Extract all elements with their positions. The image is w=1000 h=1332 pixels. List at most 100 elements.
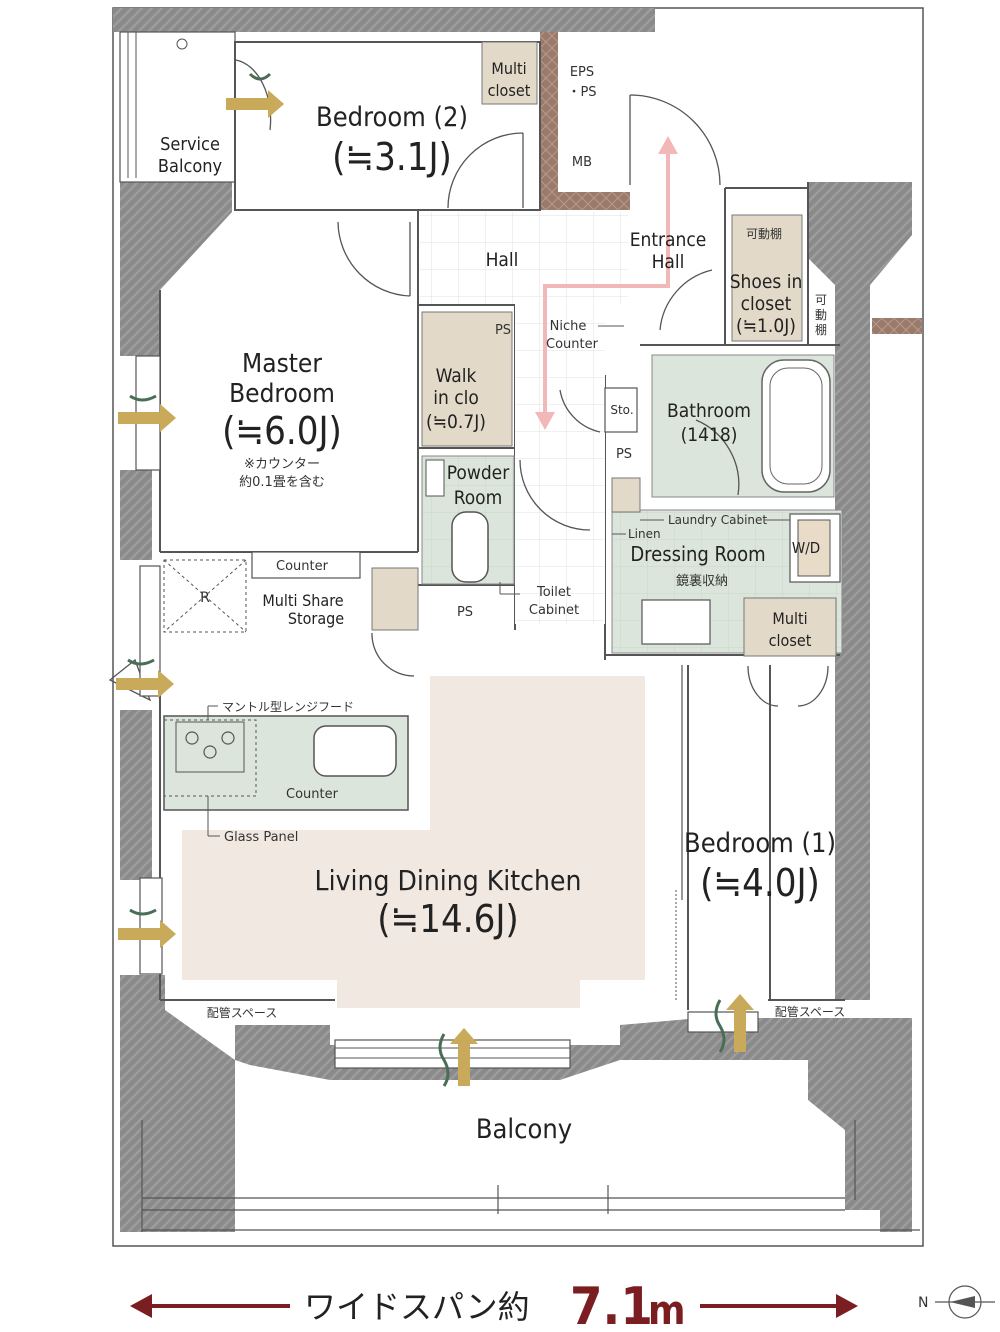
kadou-side-3: 棚 [815, 322, 827, 337]
eps-1: EPS [570, 65, 594, 80]
range-hood-label: マントル型レンジフード [222, 700, 354, 714]
fridge-r: R [200, 590, 210, 606]
mb-label: MB [572, 155, 592, 170]
counter-master: Counter [276, 559, 329, 574]
ps-bath: PS [616, 447, 632, 462]
wall-left-corner [120, 182, 232, 356]
wide-span-indicator [130, 1294, 858, 1318]
master-line1: Master [242, 349, 322, 379]
shoes-line2: closet [741, 293, 792, 315]
balcony-label: Balcony [476, 1114, 572, 1145]
ldk-size: (≒14.6J) [377, 897, 519, 941]
bedroom2-name: Bedroom (2) [316, 102, 468, 133]
master-size: (≒6.0J) [222, 409, 342, 453]
counter-kitchen: Counter [286, 787, 339, 802]
footer-text: ワイドスパン約 [304, 1288, 530, 1326]
ps-toilet: PS [457, 605, 473, 620]
niche-2: Counter [546, 337, 599, 352]
washbasin [641, 599, 711, 645]
bedroom1-name: Bedroom (1) [684, 828, 836, 859]
wall-right-bottom [808, 1018, 912, 1232]
walkin-line2: in clo [433, 387, 479, 409]
bathroom-size: (1418) [681, 424, 738, 446]
kadou-top: 可動棚 [746, 226, 782, 241]
master-counter [251, 551, 361, 579]
walkin-size: (≒0.7J) [426, 411, 486, 433]
sink [313, 725, 397, 777]
north-compass [935, 1285, 995, 1319]
sto-box [604, 387, 638, 433]
multi-closet-top-fill [481, 41, 538, 105]
footer-unit: m [648, 1288, 686, 1332]
multi-closet-bottom-1: Multi [772, 609, 807, 628]
hall-label: Hall [486, 249, 519, 271]
service-balcony-line1: Service [160, 134, 220, 155]
footer-value: 7.1 [570, 1277, 653, 1332]
hall-floor [420, 212, 628, 304]
shoes-size: (≒1.0J) [736, 315, 796, 337]
multi-closet-top-2: closet [488, 81, 531, 100]
multi-share-1: Multi Share [262, 591, 343, 610]
master-note1: ※カウンター [244, 457, 320, 472]
shoes-line1: Shoes in [730, 271, 803, 293]
cooktop [175, 721, 245, 773]
wall-left-bottom [120, 975, 235, 1232]
laundry-label: Laundry Cabinet [668, 513, 767, 527]
shaft-wall-b [540, 192, 630, 210]
wall-left-3 [120, 710, 152, 880]
multi-share-2: Storage [288, 609, 344, 628]
niche-1: Niche [550, 319, 587, 334]
service-balcony-line2: Balcony [158, 156, 223, 177]
eps-2: ・PS [567, 85, 596, 100]
window-ldk [334, 1039, 571, 1069]
piping-left: 配管スペース [207, 1005, 278, 1020]
ldk-floor [182, 676, 645, 1008]
shaft-wall [540, 32, 558, 210]
walkin-fill [421, 311, 513, 447]
linen-label: Linen [628, 527, 661, 541]
wd-label: W/D [792, 539, 820, 557]
entrance-line2: Hall [652, 251, 685, 273]
wall-right [808, 182, 912, 1000]
balcony-railing [141, 1120, 920, 1232]
wall-top [113, 8, 655, 32]
multi-closet-top-1: Multi [491, 59, 526, 78]
hall-floor-2 [515, 304, 605, 624]
multi-closet-bottom-2: closet [769, 631, 812, 650]
dressing-name: Dressing Room [630, 542, 765, 566]
wall-neighbor [872, 318, 922, 334]
multi-share-fill [371, 567, 419, 631]
master-note2: 約0.1畳を含む [239, 474, 325, 490]
master-line2: Bedroom [229, 379, 335, 409]
sto-label: Sto. [610, 403, 633, 417]
bathtub [761, 359, 831, 493]
walkin-line1: Walk [436, 365, 477, 387]
powder-line1: Powder [447, 462, 510, 484]
shoes-fill [731, 214, 803, 342]
service-balcony-area [119, 31, 236, 183]
bedroom1-size: (≒4.0J) [700, 861, 820, 905]
toilet [451, 511, 489, 583]
powder-line2: Room [454, 487, 503, 509]
piping-right: 配管スペース [775, 1004, 846, 1019]
entry-route-arrow [535, 136, 678, 430]
vent-arrows [116, 72, 754, 1087]
multi-closet-bottom-fill [743, 597, 837, 657]
linen-fill [611, 477, 641, 513]
ldk-name: Living Dining Kitchen [315, 864, 582, 897]
wall-left-2 [120, 470, 152, 560]
toilet-cabinet-2: Cabinet [529, 603, 579, 618]
bedroom2-size: (≒3.1J) [332, 135, 452, 179]
doors [108, 59, 829, 707]
kadou-side-1: 可 [815, 293, 827, 307]
bathroom-name: Bathroom [667, 400, 751, 422]
toilet-cabinet-1: Toilet [536, 585, 571, 600]
glass-panel-label: Glass Panel [224, 830, 298, 845]
kadou-side-2: 動 [815, 308, 827, 322]
north-label: N [918, 1295, 928, 1311]
ps-walkin: PS [495, 323, 511, 338]
burners [185, 731, 235, 759]
dressing-sub: 鏡裏収納 [676, 574, 728, 589]
entrance-line1: Entrance [630, 229, 707, 251]
